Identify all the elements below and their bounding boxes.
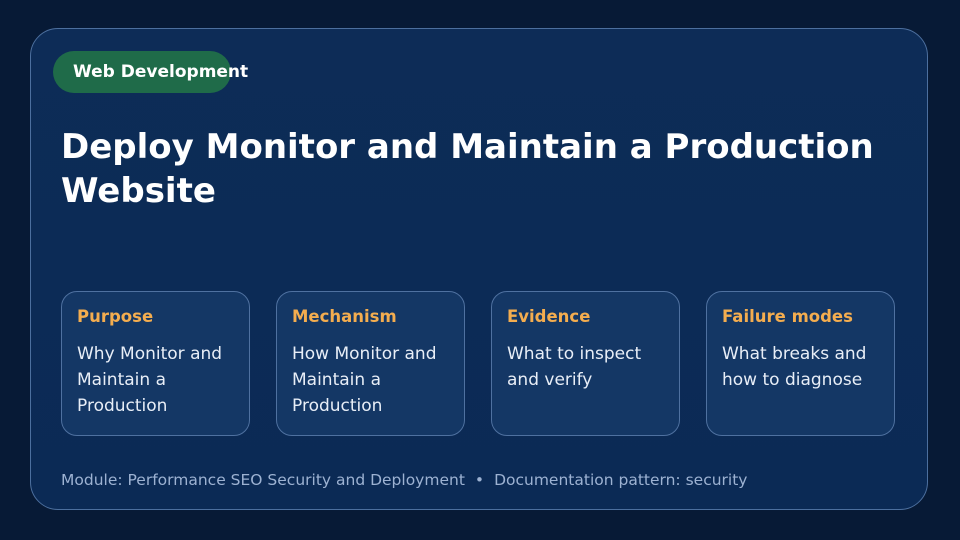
card-label: Failure modes (722, 307, 853, 326)
slide-panel: Web Development Deploy Monitor and Maint… (30, 28, 928, 510)
card-label: Purpose (77, 307, 154, 326)
footer-separator: • (474, 471, 485, 489)
card-label: Mechanism (292, 307, 397, 326)
card-label: Evidence (507, 307, 591, 326)
category-badge: Web Development (53, 51, 248, 93)
card-text: What breaks and how to diagnose (722, 344, 867, 390)
footer-module: Module: Performance SEO Security and Dep… (61, 471, 465, 489)
card-purpose: Purpose Why Monitor and Maintain a Produ… (61, 291, 250, 436)
footer-pattern: Documentation pattern: security (494, 471, 748, 489)
page-title: Deploy Monitor and Maintain a Production… (61, 127, 874, 211)
card-text: What to inspect and verify (507, 344, 642, 390)
card-row: Purpose Why Monitor and Maintain a Produ… (61, 291, 896, 436)
card-text: How Monitor and Maintain a Production (292, 344, 437, 416)
card-evidence: Evidence What to inspect and verify (491, 291, 680, 436)
footer: Module: Performance SEO Security and Dep… (61, 470, 747, 490)
card-text: Why Monitor and Maintain a Production (77, 344, 223, 416)
card-mechanism: Mechanism How Monitor and Maintain a Pro… (276, 291, 465, 436)
card-failure-modes: Failure modes What breaks and how to dia… (706, 291, 895, 436)
